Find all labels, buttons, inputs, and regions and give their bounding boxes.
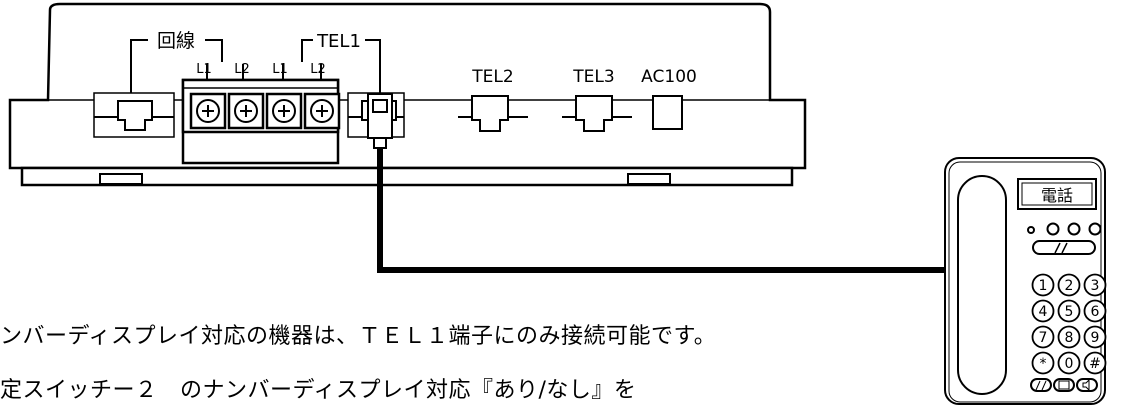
indicator-lamp-icon	[1067, 222, 1081, 236]
keypad-key	[1083, 351, 1107, 375]
keypad: 1 2 3 4 5 6 7 8 9 * 0 #	[1031, 273, 1107, 375]
keypad-key-label: 0	[1065, 356, 1074, 372]
tel3-label: TEL3	[572, 67, 614, 87]
tel2-jack	[458, 95, 528, 132]
telephone	[944, 157, 1106, 405]
keypad-key-label: 9	[1091, 330, 1100, 346]
caption-line-1: ンバーディスプレイ対応の機器は、ＴＥＬ１端子にのみ接続可能です。	[0, 324, 717, 349]
terminal-label-l1: L1	[272, 62, 288, 77]
terminal-screw-icon	[310, 99, 334, 123]
indicator-lamp-icon	[1027, 226, 1035, 234]
telephone-handset	[957, 175, 1007, 395]
keypad-key-label: *	[1040, 356, 1047, 372]
terminal-screw-icon	[196, 99, 220, 123]
keypad-key	[1083, 273, 1107, 297]
keypad-key-label: #	[1089, 356, 1101, 372]
terminal-screw-icon	[234, 99, 258, 123]
tel3-jack	[562, 95, 632, 132]
keypad-key-label: 8	[1065, 330, 1074, 346]
indicator-lamp-icon	[1046, 222, 1060, 236]
telephone-display-label: 電話	[1041, 186, 1073, 205]
keypad-key	[1057, 325, 1081, 349]
keypad-key	[1057, 273, 1081, 297]
tel2-label: TEL2	[471, 67, 513, 87]
telephone-cable	[377, 148, 945, 273]
keypad-key	[1083, 325, 1107, 349]
keypad-key	[1031, 273, 1055, 297]
indicator-lamp-icon	[1088, 222, 1102, 236]
keypad-key	[1031, 351, 1055, 375]
ac100-connector	[652, 95, 683, 130]
modular-plug	[367, 93, 393, 149]
keypad-key	[1031, 325, 1055, 349]
terminal-screw-icon	[272, 99, 296, 123]
line-jack	[93, 92, 175, 138]
keypad-key-label: 1	[1039, 278, 1048, 294]
keypad-key	[1031, 299, 1055, 323]
line-group-label: 回線	[157, 30, 195, 52]
keypad-key-label: 5	[1065, 304, 1074, 320]
terminal-label-l1: L1	[196, 62, 212, 77]
terminal-label-l2: L2	[310, 62, 326, 77]
label-brackets	[130, 39, 381, 93]
keypad-key-label: 7	[1039, 330, 1048, 346]
keypad-key-label: 3	[1091, 278, 1100, 294]
function-key	[1030, 378, 1052, 392]
terminal-label-l2: L2	[234, 62, 250, 77]
keypad-key-label: 6	[1091, 304, 1100, 320]
keypad-key-label: 2	[1065, 278, 1074, 294]
keypad-key-label: 4	[1039, 304, 1048, 320]
keypad-key	[1057, 351, 1081, 375]
keypad-key	[1057, 299, 1081, 323]
keypad-key	[1083, 299, 1107, 323]
ac100-label: AC100	[641, 67, 697, 87]
tel1-group-label: TEL1	[316, 31, 361, 52]
caption-line-2: 定スイッチー２ のナンバーディスプレイ対応『あり/なし』を	[0, 378, 637, 403]
terminal-block	[181, 78, 341, 165]
